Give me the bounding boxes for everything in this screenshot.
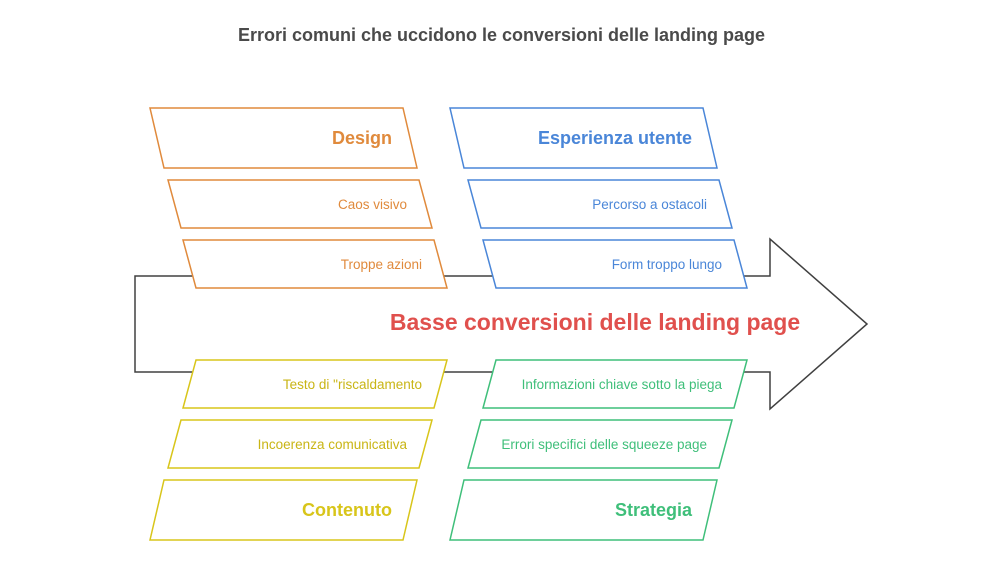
strategia-item-box-2: [467, 419, 733, 469]
design-item-label-2: Troppe azioni: [340, 256, 422, 272]
design-item-box-2: [182, 239, 448, 289]
strategia-item-label-1: Informazioni chiave sotto la piega: [521, 376, 722, 392]
esperienza-item-box-1: [467, 179, 733, 229]
strategia-item-label-2: Errori specifici delle squeeze page: [501, 436, 707, 452]
contenuto-item-label-2: Incoerenza comunicativa: [257, 436, 407, 452]
contenuto-item-box-2: [167, 419, 433, 469]
esperienza-item-label-1: Percorso a ostacoli: [592, 196, 707, 212]
esperienza-item-label-2: Form troppo lungo: [611, 256, 722, 272]
contenuto-item-label-1: Testo di "riscaldamento: [282, 376, 422, 392]
design-item-label-1: Caos visivo: [337, 196, 407, 212]
diagram-title: Errori comuni che uccidono le conversion…: [237, 25, 766, 45]
contenuto-category-label: Contenuto: [302, 499, 392, 520]
esperienza-category-label: Esperienza utente: [537, 127, 692, 148]
contenuto-item-box-1: [182, 359, 448, 409]
esperienza-item-box-2: [482, 239, 748, 289]
design-category-label: Design: [331, 127, 392, 148]
strategia-item-box-1: [482, 359, 748, 409]
strategia-category-label: Strategia: [614, 499, 692, 520]
esperienza-category-box: [449, 107, 718, 169]
strategia-category-box: [449, 479, 718, 541]
design-category-box: [149, 107, 418, 169]
main-effect-label: Basse conversioni delle landing page: [389, 309, 801, 335]
design-item-box-1: [167, 179, 433, 229]
contenuto-category-box: [149, 479, 418, 541]
